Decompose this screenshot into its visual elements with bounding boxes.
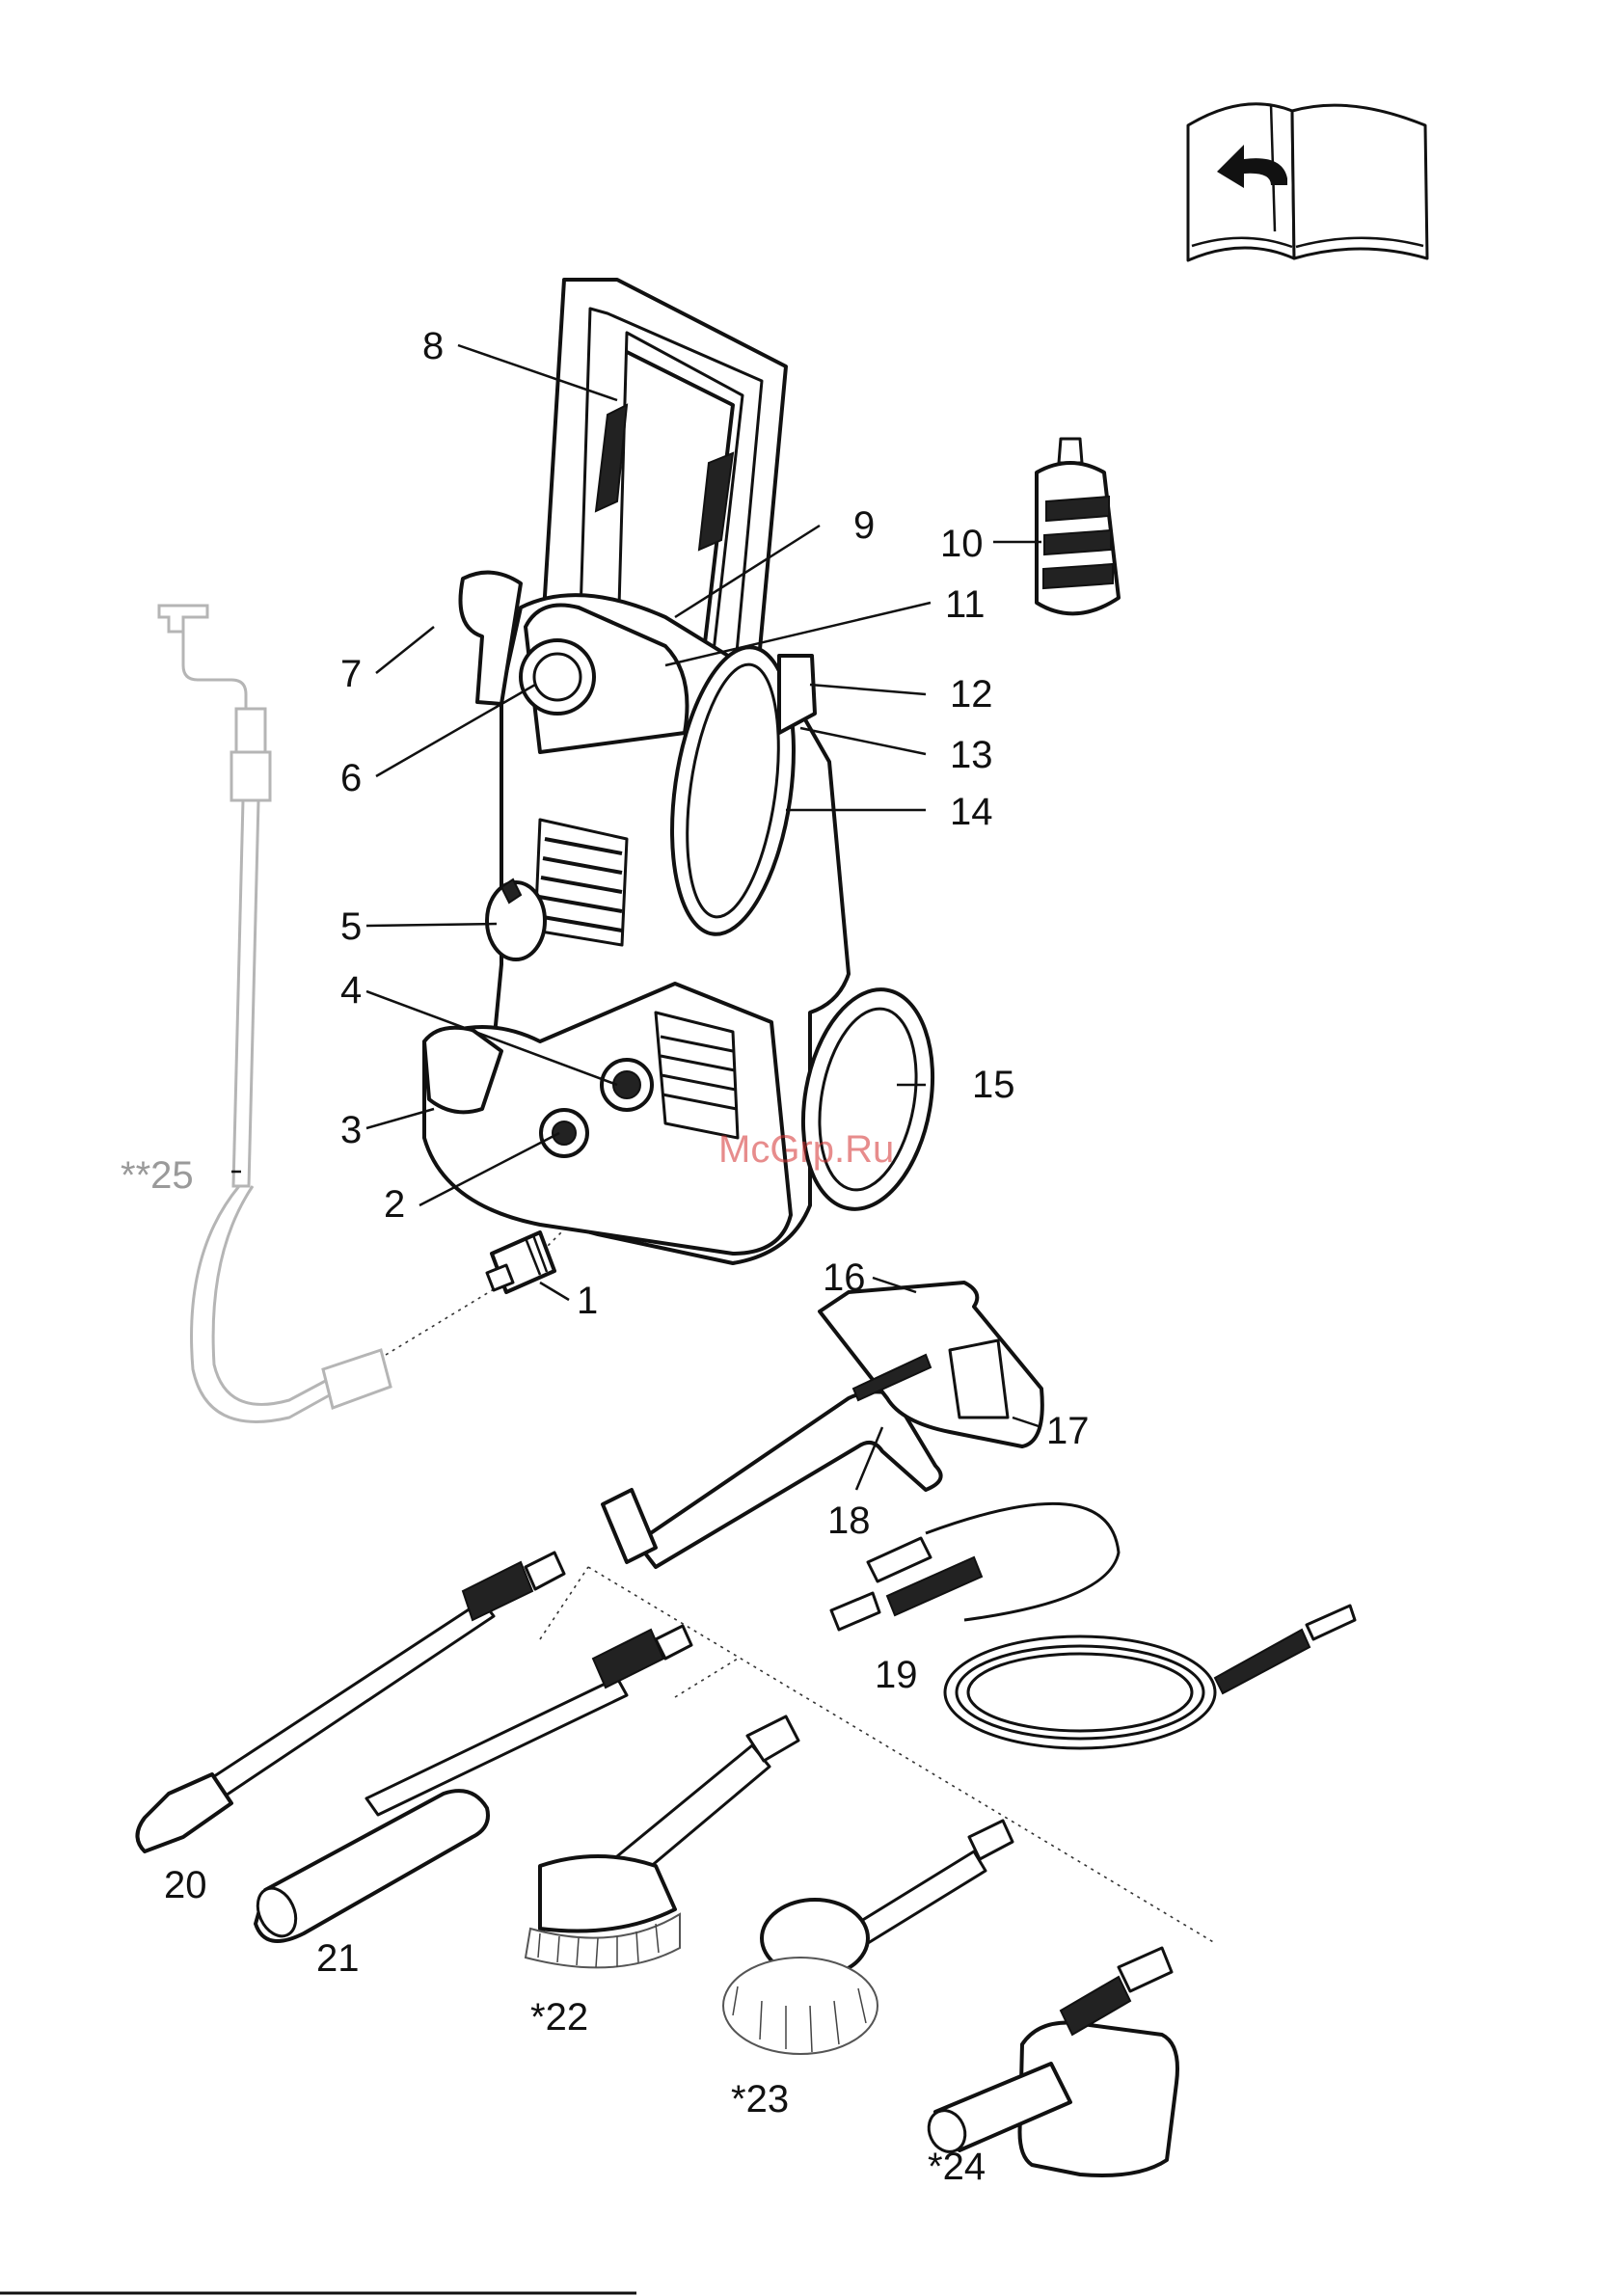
detergent-bottle bbox=[1037, 439, 1119, 613]
book-page-turn-icon bbox=[1188, 104, 1427, 260]
label-22: *22 bbox=[530, 1996, 588, 2039]
label-8: 8 bbox=[422, 325, 444, 367]
label-18: 18 bbox=[827, 1499, 871, 1542]
watermark: McGrp.Ru bbox=[718, 1128, 894, 1171]
label-5: 5 bbox=[340, 905, 362, 948]
rotary-wash-brush bbox=[723, 1821, 1013, 2054]
label-14: 14 bbox=[950, 791, 993, 833]
vario-power-lance bbox=[138, 1553, 565, 1851]
label-1: 1 bbox=[577, 1280, 598, 1322]
pressure-washer-unit bbox=[424, 280, 949, 1263]
wash-brush bbox=[526, 1716, 798, 1967]
label-12: 12 bbox=[950, 673, 993, 716]
high-pressure-hose bbox=[831, 1503, 1355, 1748]
label-11: 11 bbox=[945, 583, 986, 626]
water-hose-optional bbox=[159, 606, 391, 1421]
label-16: 16 bbox=[823, 1256, 866, 1299]
label-19: 19 bbox=[875, 1654, 918, 1696]
label-21: 21 bbox=[316, 1937, 360, 1980]
label-15: 15 bbox=[972, 1064, 1015, 1106]
label-13: 13 bbox=[950, 734, 993, 776]
label-25: **25 bbox=[121, 1154, 194, 1197]
label-20: 20 bbox=[164, 1864, 207, 1906]
water-inlet-coupling bbox=[487, 1232, 554, 1292]
accessory-group-line bbox=[588, 1567, 1215, 1943]
label-7: 7 bbox=[340, 653, 362, 695]
label-6: 6 bbox=[340, 757, 362, 799]
accessory-group-line bbox=[675, 1659, 738, 1697]
label-3: 3 bbox=[340, 1109, 362, 1151]
label-4: 4 bbox=[340, 969, 362, 1012]
foam-nozzle bbox=[922, 1948, 1177, 2175]
label-17: 17 bbox=[1046, 1410, 1090, 1452]
label-9: 9 bbox=[853, 504, 875, 547]
label-10: 10 bbox=[940, 523, 984, 565]
label-24: *24 bbox=[928, 2146, 986, 2188]
label-23: *23 bbox=[731, 2078, 789, 2120]
label-2: 2 bbox=[384, 1183, 405, 1226]
